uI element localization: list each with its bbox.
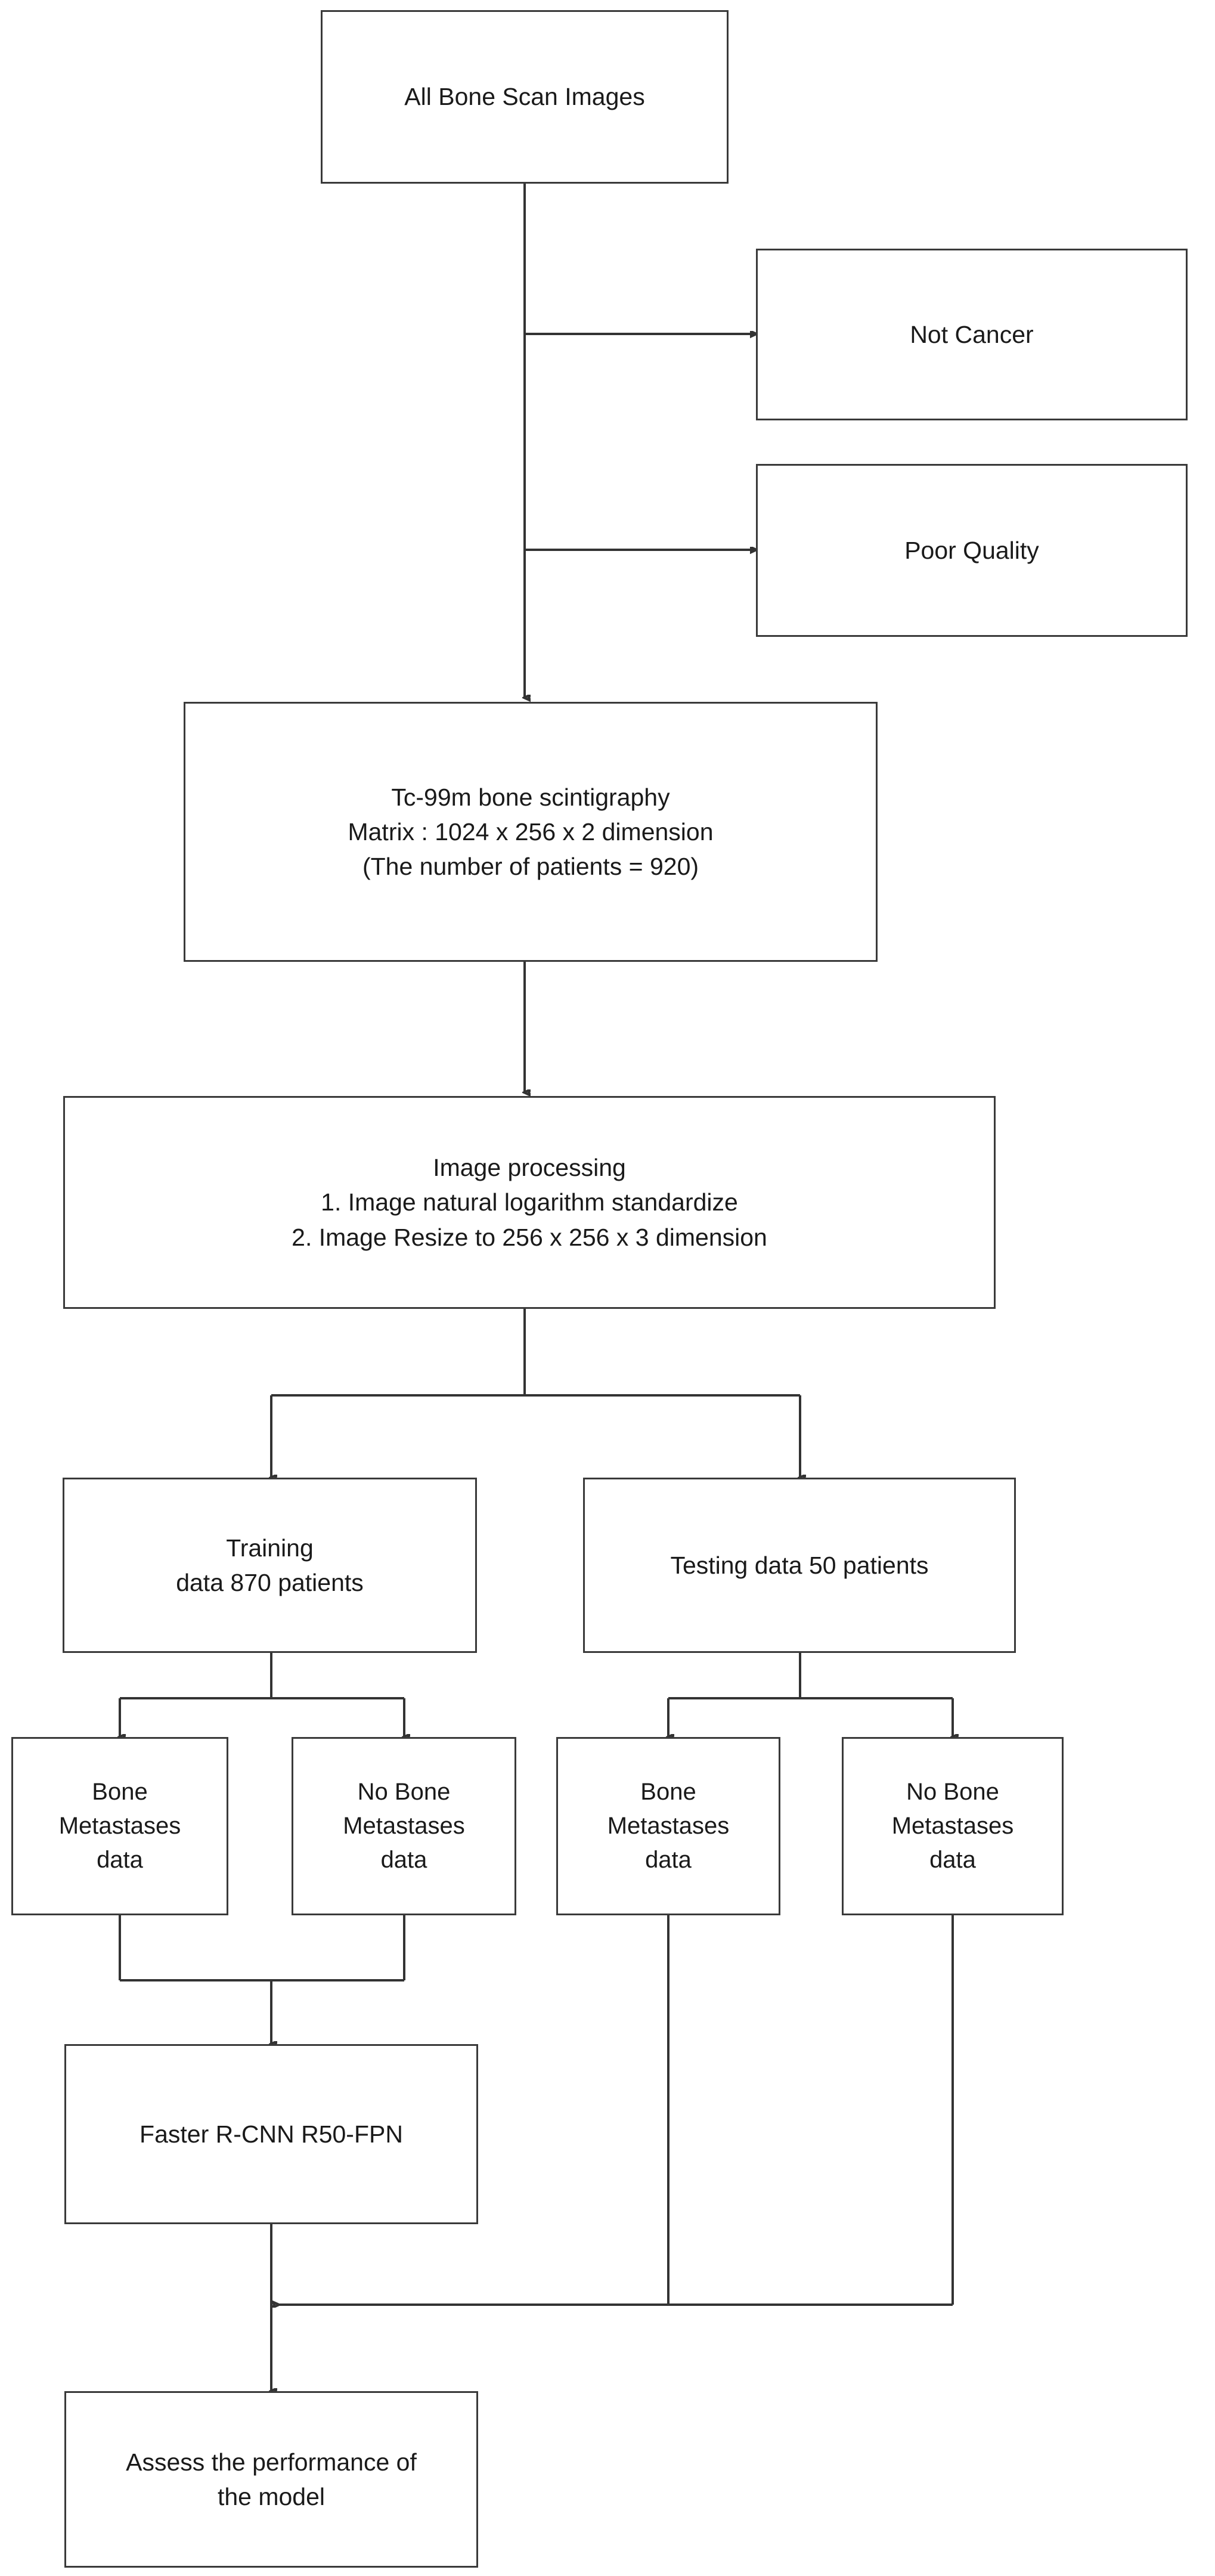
node-testing-no-bone-metastases[interactable]: No Bone Metastases data [842,1737,1064,1915]
node-testing-data[interactable]: Testing data 50 patients [583,1478,1016,1653]
node-testing-bone-metastases[interactable]: Bone Metastases data [556,1737,780,1915]
node-all-bone-scan-images[interactable]: All Bone Scan Images [321,10,729,184]
node-poor-quality[interactable]: Poor Quality [756,464,1188,637]
node-not-cancer[interactable]: Not Cancer [756,249,1188,420]
node-assess-performance[interactable]: Assess the performance of the model [64,2391,478,2568]
node-faster-rcnn-model[interactable]: Faster R-CNN R50-FPN [64,2044,478,2224]
node-training-data[interactable]: Training data 870 patients [63,1478,477,1653]
node-training-bone-metastases[interactable]: Bone Metastases data [11,1737,228,1915]
node-training-no-bone-metastases[interactable]: No Bone Metastases data [292,1737,516,1915]
node-tc99m-scintigraphy[interactable]: Tc-99m bone scintigraphy Matrix : 1024 x… [184,702,878,962]
node-image-processing[interactable]: Image processing 1. Image natural logari… [63,1096,996,1309]
